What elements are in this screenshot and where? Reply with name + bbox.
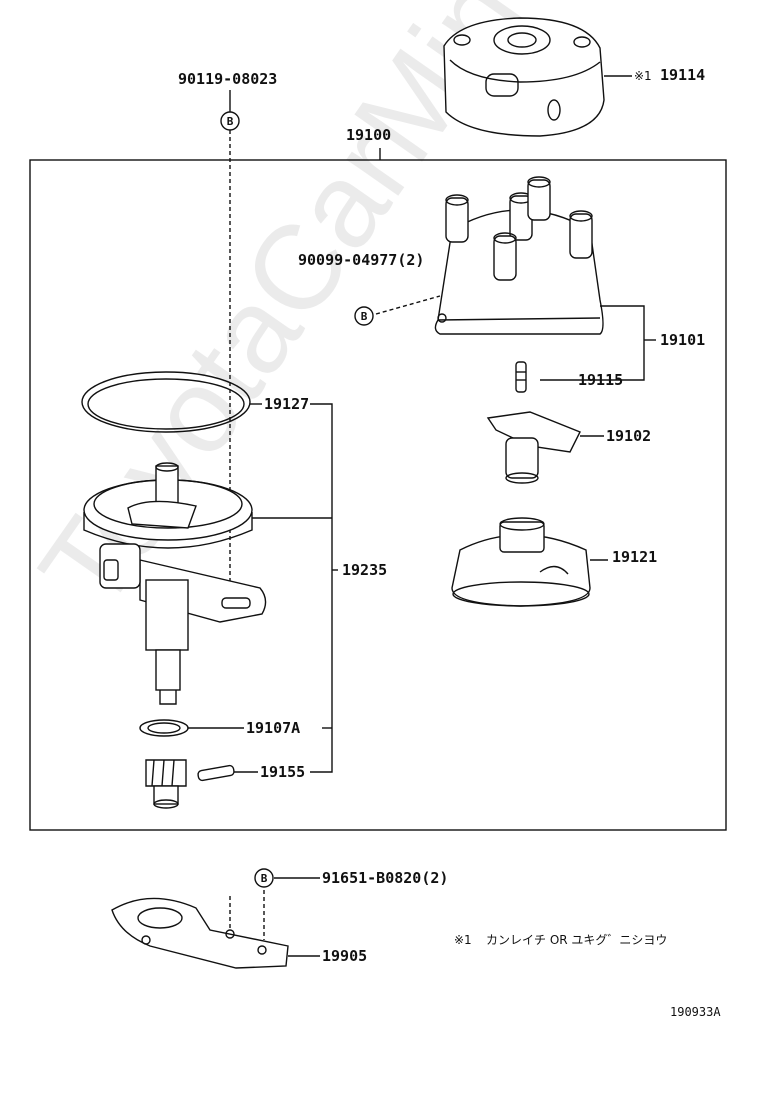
part-label-19101[interactable]: 19101 [660,331,706,349]
rotor-19102 [486,411,581,484]
part-label-90099-04977[interactable]: 90099-04977(2) [298,251,425,269]
cover-19114 [443,17,605,137]
distributor-cap-19101 [434,176,604,335]
o-ring-19127 [81,371,251,433]
assembly-frame [29,159,727,831]
housing-19235 [83,462,267,705]
part-label-19235[interactable]: 19235 [342,561,388,579]
bolt-symbol-91651 [254,868,274,888]
part-label-19905[interactable]: 19905 [322,947,368,965]
bolt-dash-90099 [375,295,441,315]
part-label-19127[interactable]: 19127 [264,395,310,413]
part-mark-19114: ※1 [634,69,652,83]
washer-19107A [139,719,189,737]
part-label-91651-B0820[interactable]: 91651-B0820(2) [322,869,449,887]
part-label-90119-08023[interactable]: 90119-08023 [178,70,278,88]
footnote-mark: ※1 [454,933,472,947]
part-label-19115[interactable]: 19115 [578,371,624,389]
gear-19155 [145,759,235,809]
part-label-19121[interactable]: 19121 [612,548,658,566]
bolt-symbol-text-90119: B [227,115,234,128]
bolt-symbol-90119 [220,111,240,131]
leader-19101-bracket [540,305,645,381]
assembly-label-19100: 19100 [346,126,392,144]
part-label-19114[interactable]: 19114 [660,66,706,84]
part-label-19107A[interactable]: 19107A [246,719,301,737]
part-label-19102[interactable]: 19102 [606,427,652,445]
part-label-19155[interactable]: 19155 [260,763,306,781]
bolt-symbol-90099 [354,306,374,326]
bolt-symbol-text-90099: B [361,310,368,323]
carbon-19115 [515,361,527,393]
leader-19235-bracket [310,403,333,773]
bracket-19905 [111,897,289,969]
dust-cover-19121 [451,517,591,607]
footnote-text: カンレイチ OR ユキグ゛ニシヨウ [486,933,668,947]
bolt-symbol-text-91651: B [261,872,268,885]
diagram-reference: 190933A [670,1005,721,1019]
